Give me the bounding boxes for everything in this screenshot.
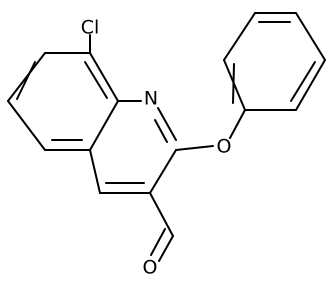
bond xyxy=(232,63,235,104)
bond xyxy=(154,119,168,143)
bond xyxy=(223,12,256,61)
bond xyxy=(89,100,119,151)
aldehyde-group xyxy=(149,192,174,262)
pyridine-ring xyxy=(89,100,177,194)
bond xyxy=(16,61,36,100)
bond xyxy=(89,149,101,194)
bond xyxy=(175,145,214,151)
ether-oxygen-atom-label: O xyxy=(217,136,232,158)
bond xyxy=(157,107,177,141)
nitrogen-atom-label: N xyxy=(144,88,158,110)
bond xyxy=(295,59,326,111)
phenoxy-substituent xyxy=(175,12,326,151)
bond xyxy=(84,61,108,99)
benzo-ring xyxy=(7,52,119,151)
bond xyxy=(150,228,166,256)
bond xyxy=(149,192,174,237)
chlorine-atom-label: Cl xyxy=(81,17,100,39)
bond xyxy=(290,61,316,102)
bond xyxy=(7,52,46,102)
bond xyxy=(149,149,177,194)
aldehyde-oxygen-atom-label: O xyxy=(143,257,158,279)
bond xyxy=(229,109,246,139)
bond xyxy=(223,59,246,111)
bond xyxy=(7,100,46,151)
bond xyxy=(89,52,119,102)
bond xyxy=(295,12,326,61)
bond xyxy=(158,235,174,262)
